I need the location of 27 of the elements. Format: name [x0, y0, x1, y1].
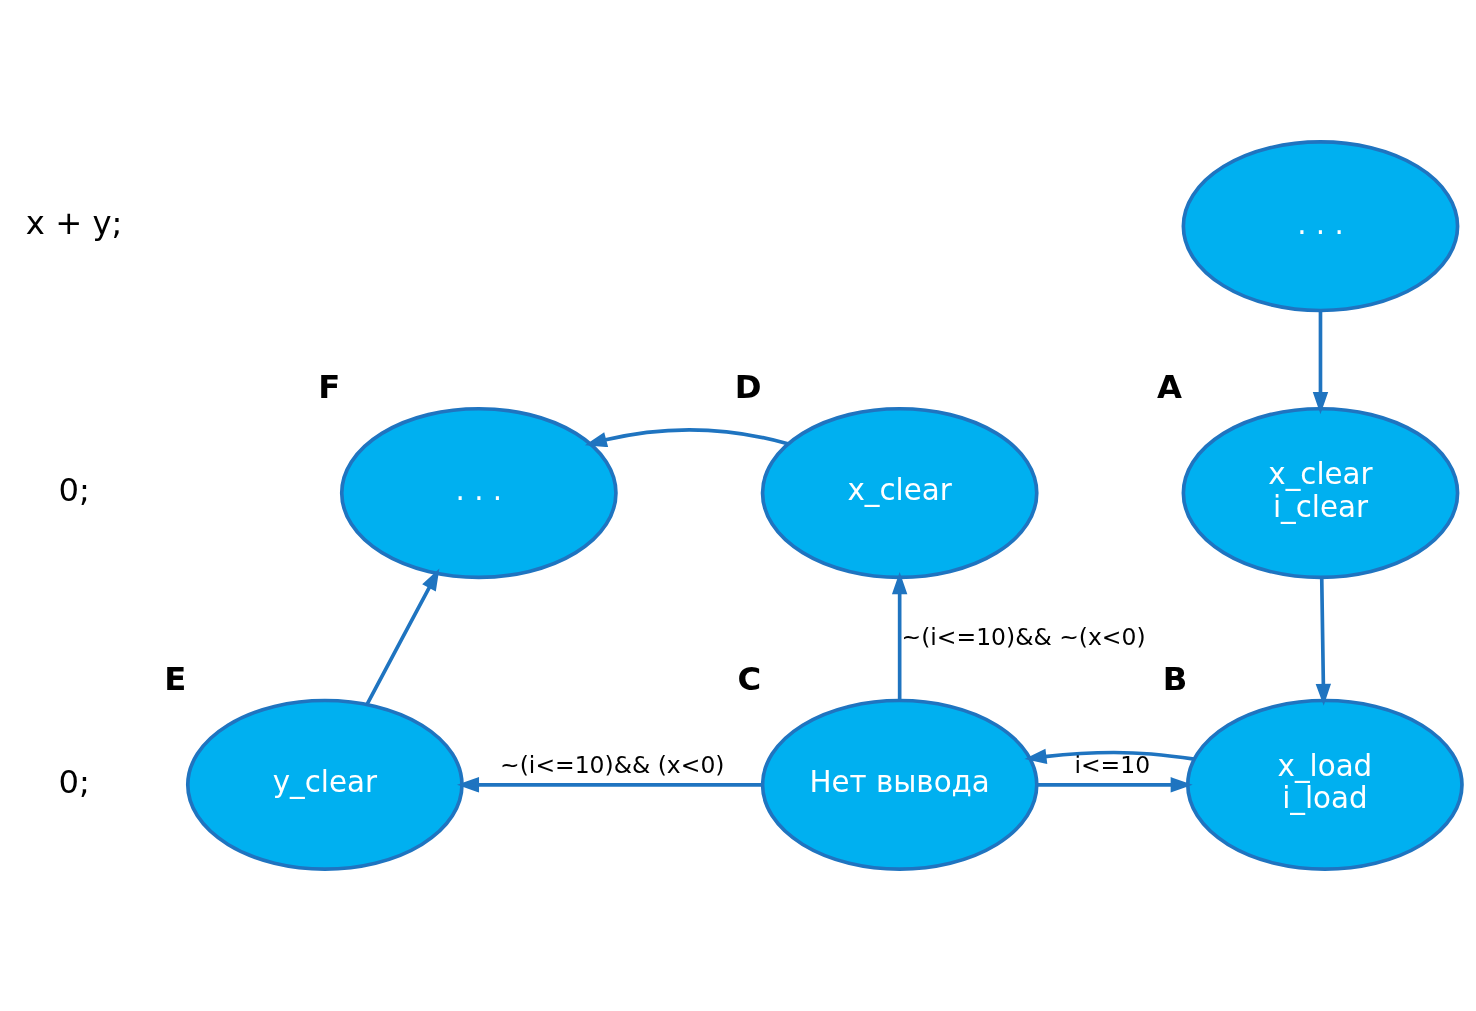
arrow — [1037, 777, 1193, 793]
arrow — [1024, 748, 1195, 765]
node-ellipse: Нет вывода — [760, 698, 1039, 871]
node-label: F — [318, 367, 341, 406]
label: x + y; — [25, 204, 123, 243]
node-ellipse: x_clear i_clear — [1181, 406, 1460, 580]
edge-label: i<=10 — [1074, 750, 1151, 779]
node-ellipse: x_clear — [760, 406, 1039, 580]
node-ellipse: y_clear — [185, 698, 464, 871]
edge-label: ~(i<=10)&& ~(x<0) — [901, 622, 1146, 651]
node-ellipse: x_load i_load — [1185, 698, 1464, 871]
label: 0; — [58, 763, 90, 802]
edge-label: ~(i<=10)&& (x<0) — [500, 750, 725, 779]
node-ellipse: . . . — [339, 406, 618, 580]
node-label: B — [1162, 659, 1188, 698]
node-label: D — [734, 367, 762, 406]
node-label: E — [164, 659, 187, 698]
arrow — [584, 428, 789, 448]
arrow — [1315, 577, 1332, 706]
arrow — [1312, 311, 1329, 415]
node-ellipse: . . . — [1181, 140, 1460, 313]
node-label: A — [1156, 367, 1182, 406]
arrow — [891, 572, 908, 701]
label: 0; — [58, 471, 90, 510]
node-label: C — [737, 659, 762, 698]
arrow — [457, 777, 763, 793]
arrow — [365, 568, 440, 706]
